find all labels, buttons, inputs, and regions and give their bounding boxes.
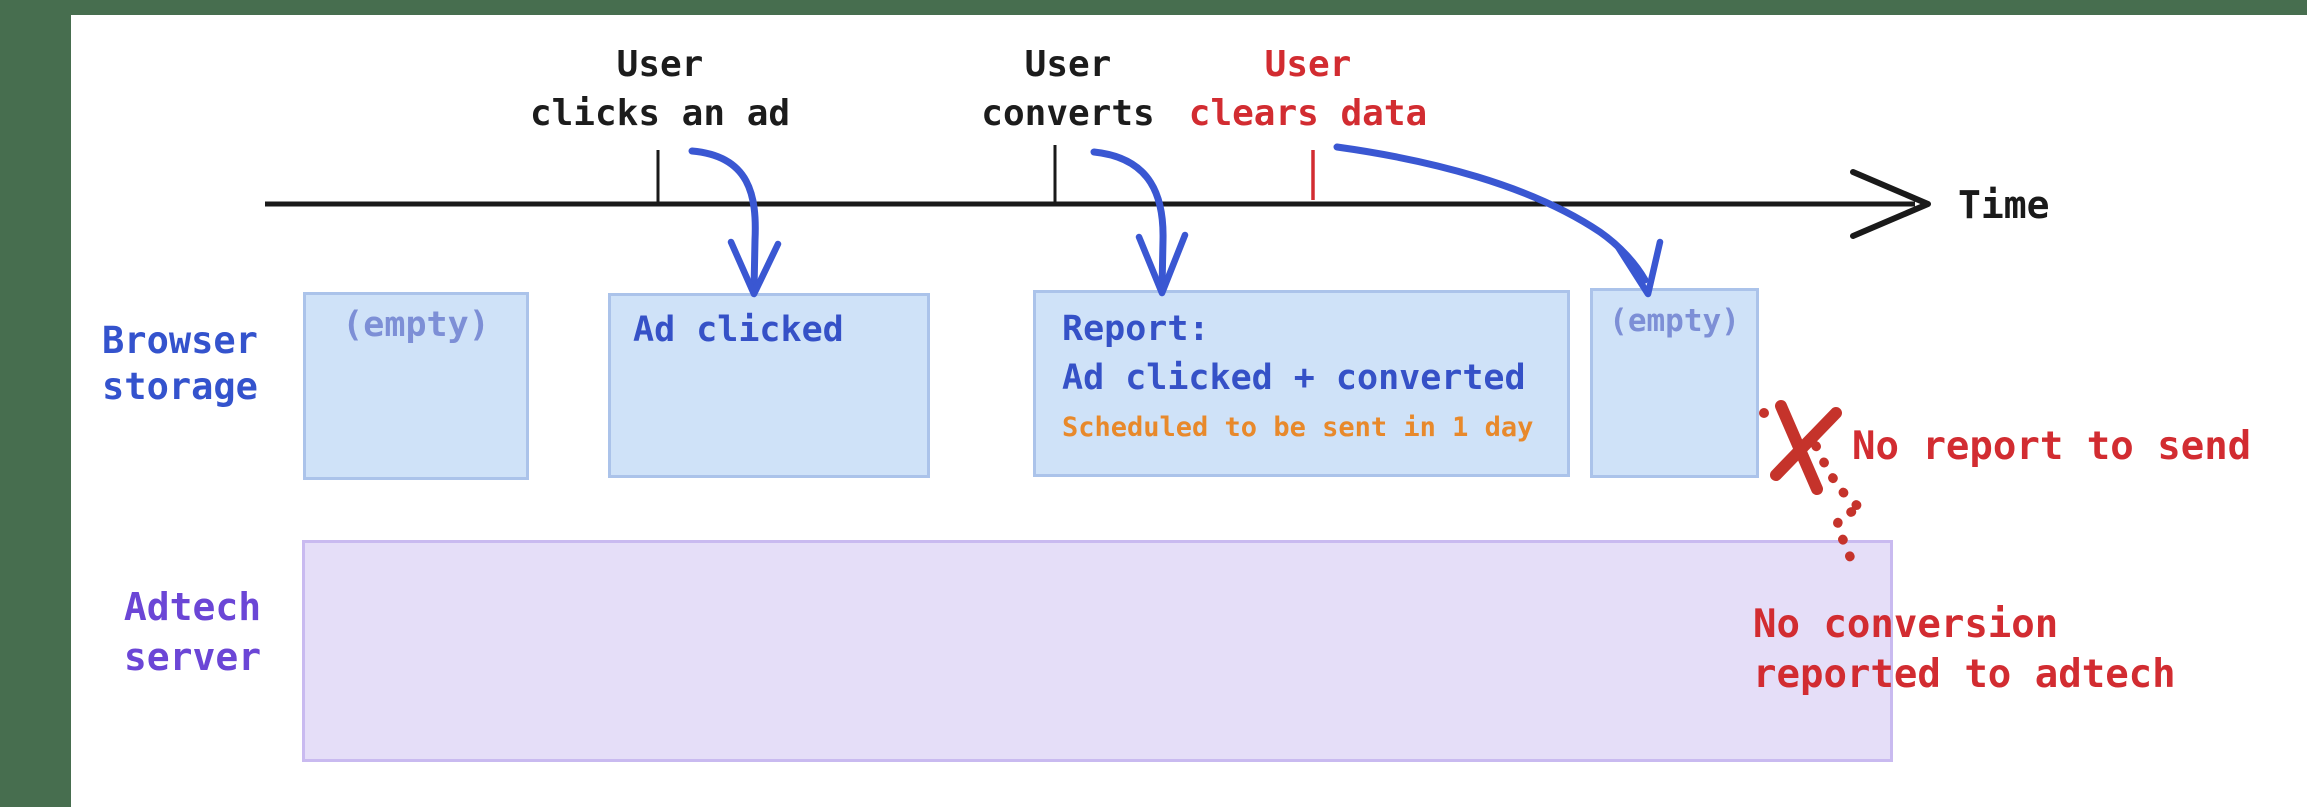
report-title: Report: <box>1062 309 1210 349</box>
storage-box-empty-before-click-text: (empty) <box>342 305 490 345</box>
event-label-user-converts: User converts <box>981 44 1155 134</box>
storage-box-report: Report: Ad clicked + converted Scheduled… <box>1033 290 1570 477</box>
storage-box-ad-clicked-text: Ad clicked <box>633 310 844 350</box>
no-conversion-annotation: No conversion reported to adtech <box>1753 602 2176 697</box>
red-x-icon <box>1759 400 1842 495</box>
arrow-click-to-storage-icon <box>688 147 782 298</box>
arrow-clear-to-empty-icon <box>1333 143 1664 298</box>
top-border-bar <box>0 0 2307 15</box>
storage-box-empty-after-clear: (empty) <box>1590 288 1759 478</box>
arrow-convert-to-report-icon <box>1090 148 1189 297</box>
report-schedule-note: Scheduled to be sent in 1 day <box>1062 412 1534 443</box>
browser-storage-row-label: Browser storage <box>102 319 258 408</box>
no-report-annotation: No report to send <box>1852 424 2252 469</box>
left-border-bar <box>0 0 71 807</box>
event-label-user-clears-data: User clears data <box>1188 44 1428 134</box>
time-axis-label: Time <box>1958 183 2050 227</box>
adtech-server-box <box>302 540 1893 762</box>
adtech-server-row-label: Adtech server <box>123 585 262 679</box>
storage-box-ad-clicked: Ad clicked <box>608 293 930 478</box>
time-axis-arrowhead-icon <box>1850 169 1931 239</box>
event-label-user-clicks-ad: User clicks an ad <box>529 44 791 134</box>
report-contents: Ad clicked + converted <box>1062 358 1526 398</box>
storage-box-empty-after-clear-text: (empty) <box>1609 303 1740 339</box>
storage-box-empty-before-click: (empty) <box>303 292 529 480</box>
